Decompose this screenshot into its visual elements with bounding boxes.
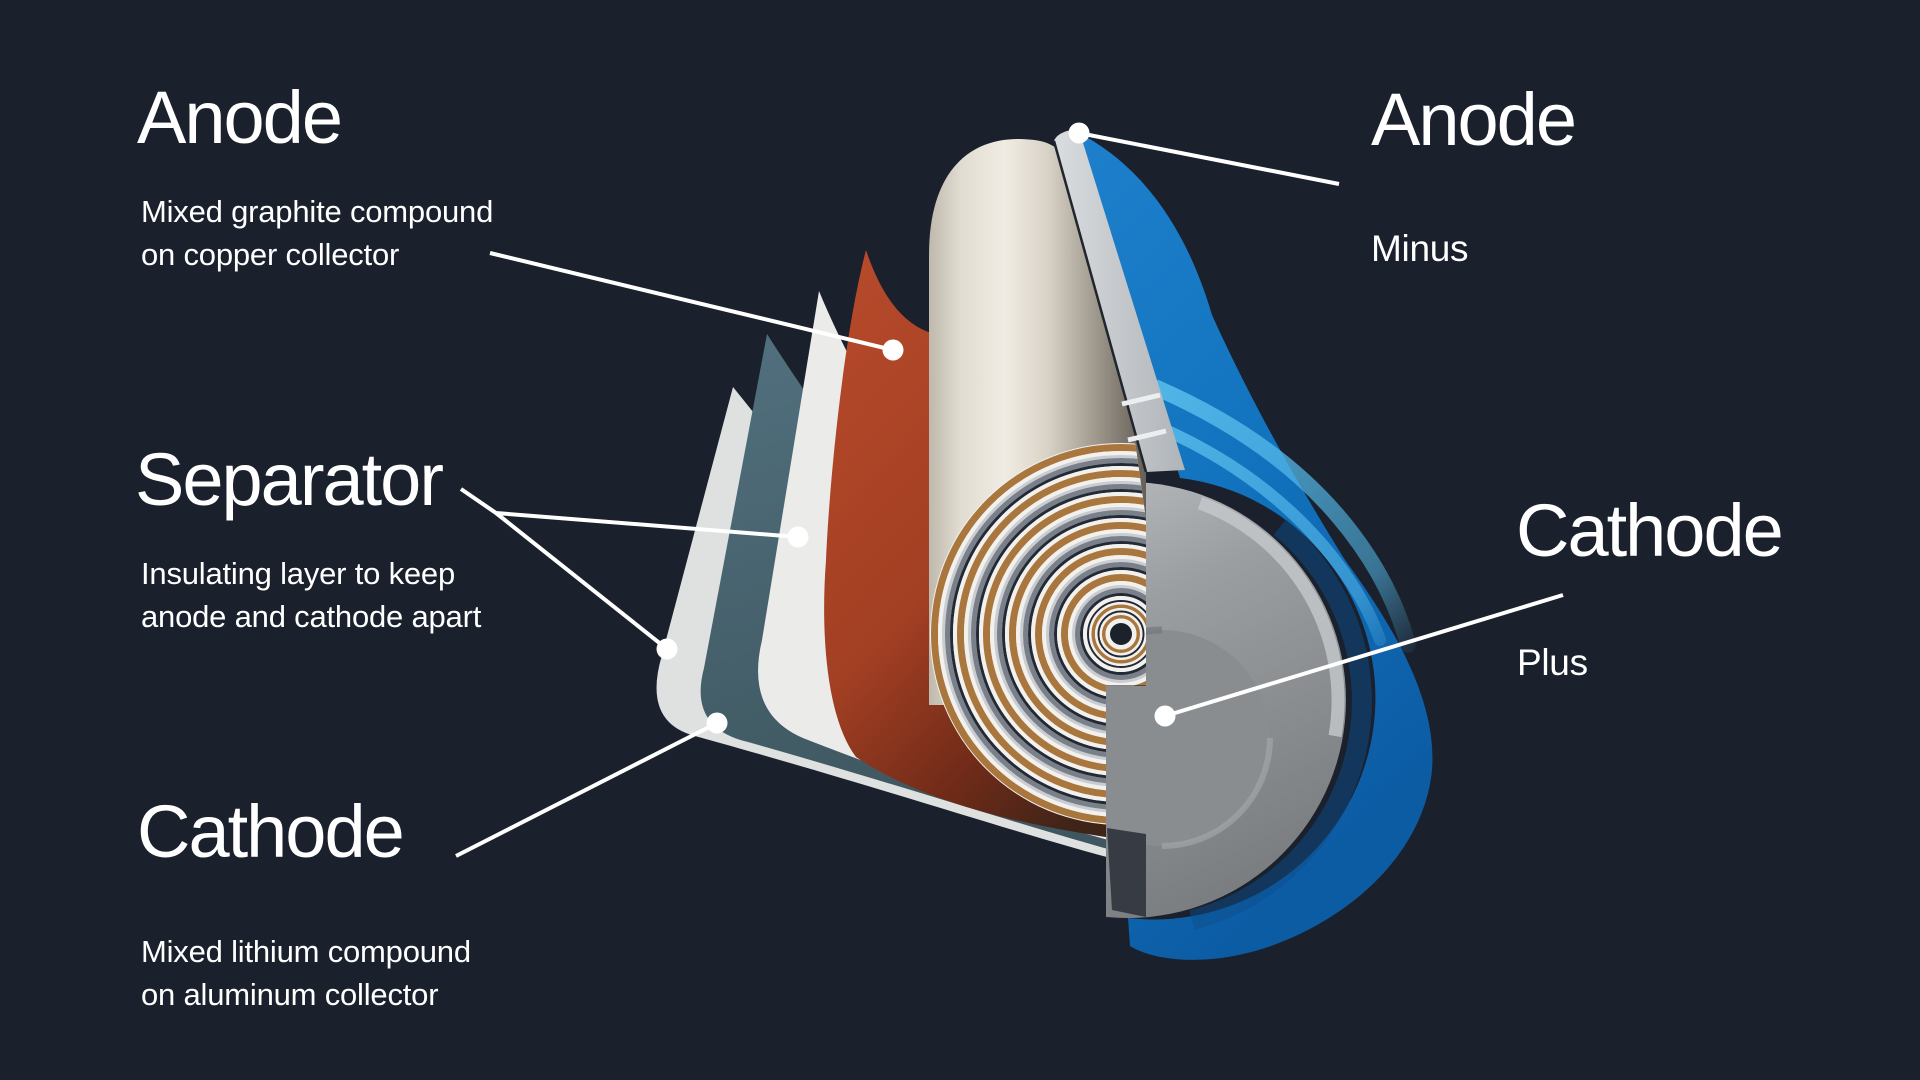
anode-right-subtitle: Minus	[1371, 228, 1469, 269]
cathode-left-dot	[706, 712, 728, 734]
cathode-left-leader	[455, 721, 718, 858]
casing-inner-shade	[1189, 519, 1372, 930]
cathode-left-title: Cathode	[137, 790, 405, 873]
can-wall-strip	[1052, 130, 1185, 473]
anode-right-dot	[1068, 122, 1090, 144]
strip-groove-2	[1127, 428, 1167, 443]
separator-title: Separator	[135, 438, 444, 521]
anode-left-description: Mixed graphite compound on copper collec…	[141, 190, 493, 276]
cap-shadow-wedge	[1107, 828, 1146, 917]
cathode-right-title: Cathode	[1516, 489, 1784, 572]
blue-casing-wrap	[1079, 133, 1433, 960]
casing-highlight-streak-2	[1155, 422, 1386, 646]
pointer-dots	[656, 122, 1176, 734]
anode-right-title: Anode	[1371, 78, 1577, 161]
separator-description-line1: Insulating layer to keep	[141, 556, 456, 591]
anode-left-leader	[489, 251, 894, 352]
cathode-left-description-line1: Mixed lithium compound	[141, 934, 471, 969]
separator-description-line2: anode and cathode apart	[141, 599, 482, 634]
separator-dot-back	[656, 638, 678, 660]
anode-left-title: Anode	[137, 76, 343, 159]
separator-leader	[459, 487, 799, 651]
separator-description: Insulating layer to keep anode and catho…	[141, 552, 481, 638]
anode-left-dot	[882, 339, 904, 361]
separator-dot-front	[787, 526, 809, 548]
cathode-right-leader	[1164, 593, 1564, 718]
cathode-left-description-line2: on aluminum collector	[141, 977, 439, 1012]
anode-left-description-line1: Mixed graphite compound	[141, 194, 494, 229]
cathode-left-description: Mixed lithium compound on aluminum colle…	[141, 930, 471, 1016]
anode-left-description-line2: on copper collector	[141, 237, 400, 272]
cathode-right-dot	[1154, 705, 1176, 727]
strip-groove-1	[1121, 392, 1161, 407]
casing-highlight-streak-1	[1149, 380, 1416, 653]
anode-copper-sheet	[824, 250, 1133, 841]
leader-lines	[455, 131, 1564, 858]
anode-right-leader	[1078, 131, 1340, 186]
cathode-right-subtitle: Plus	[1517, 642, 1588, 683]
